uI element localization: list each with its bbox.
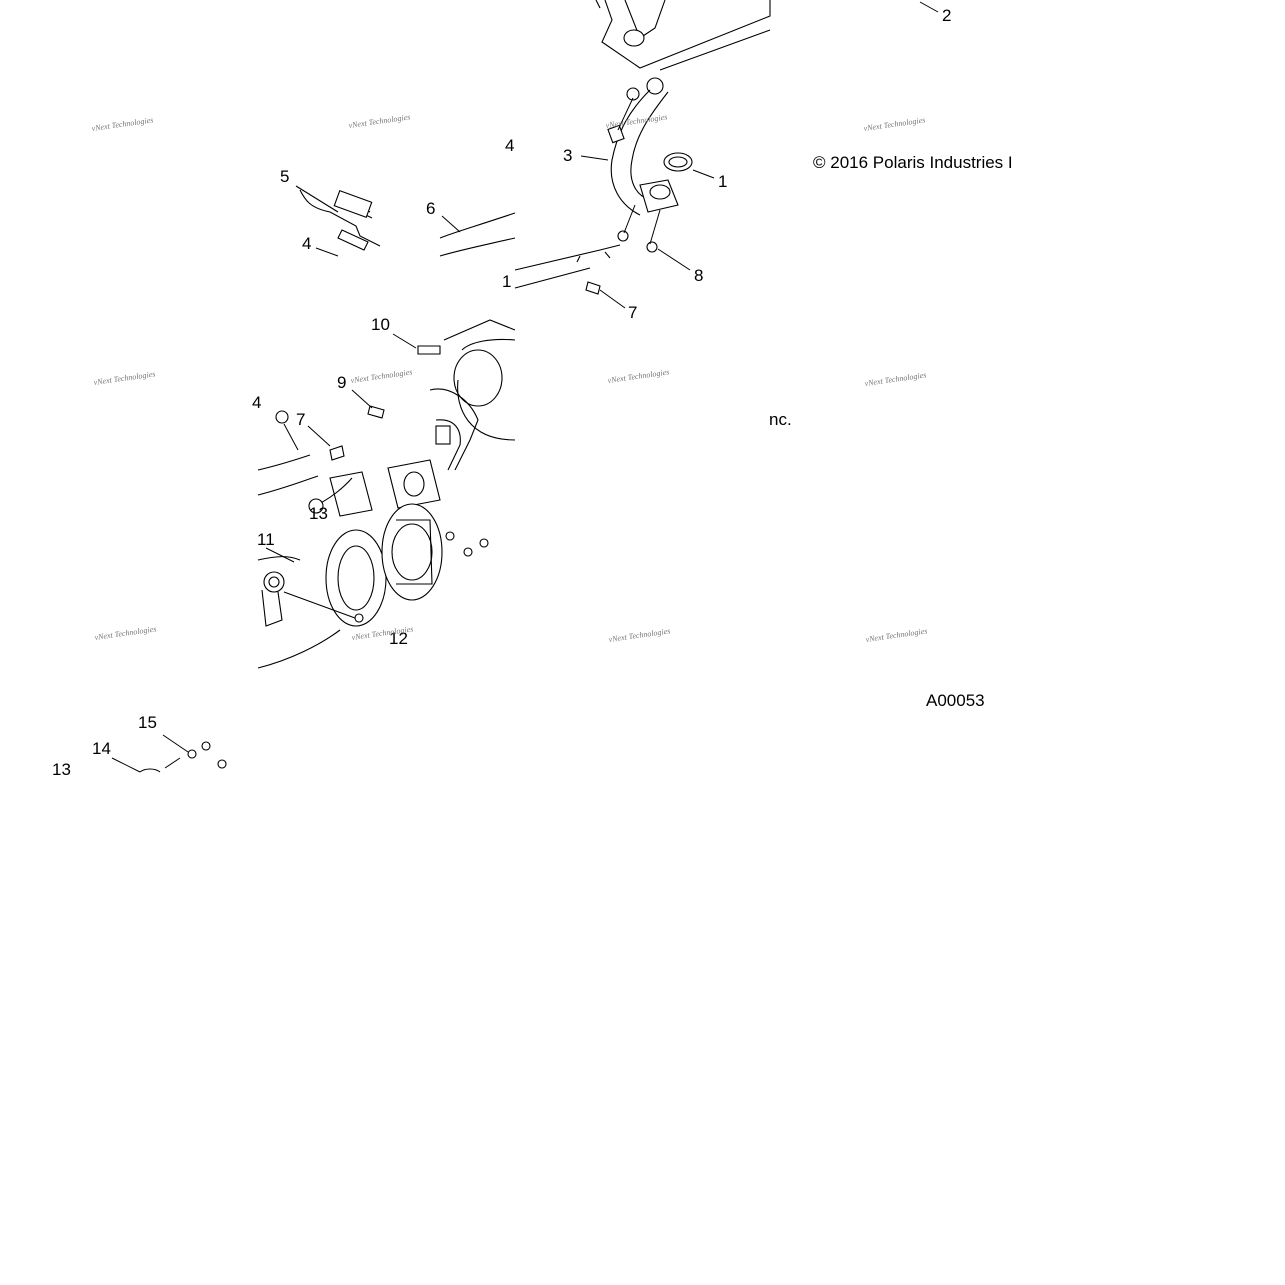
callout-12: 12: [389, 629, 408, 648]
watermark: vNext Technologies: [93, 369, 156, 387]
o2-sensor-assembly: [295, 185, 516, 257]
muffler-assembly: [257, 319, 516, 669]
callout-13: 13: [309, 504, 328, 523]
callout-4: 4: [302, 234, 311, 253]
watermark: vNext Technologies: [607, 367, 670, 385]
callout-6: 6: [426, 199, 435, 218]
callout-1: 1: [502, 272, 511, 291]
watermark: vNext Technologies: [865, 626, 928, 644]
copyright-text-continued: nc.: [769, 410, 792, 429]
watermark: vNext Technologies: [605, 112, 668, 130]
watermark: vNext Technologies: [91, 115, 154, 133]
hardware-fragment: [111, 734, 227, 773]
watermark: vNext Technologies: [350, 367, 413, 385]
watermark: vNext Technologies: [94, 624, 157, 642]
watermark: vNext Technologies: [608, 626, 671, 644]
watermark: vNext Technologies: [863, 115, 926, 133]
figure-id: A00053: [926, 691, 985, 710]
watermarks: vNext Technologies vNext Technologies vN…: [91, 112, 928, 644]
callout-11: 11: [257, 530, 275, 549]
callout-10: 10: [371, 315, 390, 334]
callout-3: 3: [563, 146, 572, 165]
callout-8: 8: [694, 266, 703, 285]
head-pipe-assembly: [514, 0, 939, 309]
callout-labels: 2 4 3 1 5 6 4 8 1 7 10 9 4 7 13 11 12 15…: [52, 6, 951, 779]
callout-4: 4: [505, 136, 514, 155]
callout-1: 1: [718, 172, 727, 191]
callout-4: 4: [252, 393, 261, 412]
watermark: vNext Technologies: [864, 370, 927, 388]
copyright-text: © 2016 Polaris Industries I: [813, 153, 1013, 172]
callout-7: 7: [628, 303, 637, 322]
callout-2: 2: [942, 6, 951, 25]
watermark: vNext Technologies: [348, 112, 411, 130]
callout-13: 13: [52, 760, 71, 779]
callout-14: 14: [92, 739, 111, 758]
callout-7: 7: [296, 410, 305, 429]
callout-9: 9: [337, 373, 346, 392]
callout-5: 5: [280, 167, 289, 186]
callout-15: 15: [138, 713, 157, 732]
